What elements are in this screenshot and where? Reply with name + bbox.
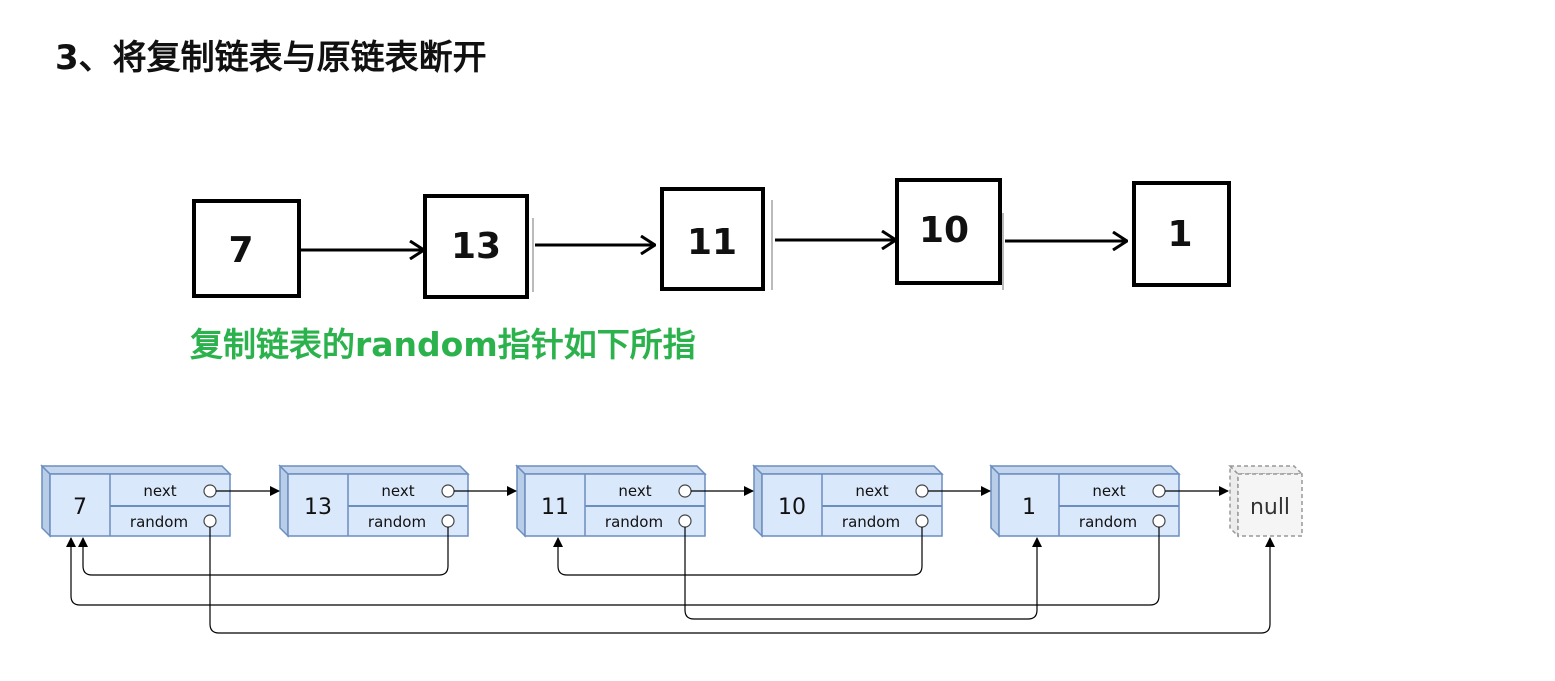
original-node-3-box xyxy=(660,187,765,291)
null-node: null xyxy=(1228,464,1304,538)
copied-node-5-random-port xyxy=(1152,514,1166,528)
original-list: 7 13 11 10 1 xyxy=(192,178,1231,299)
original-node-5-value: 1 xyxy=(1167,214,1192,255)
copied-node-3-next-port xyxy=(678,484,692,498)
copied-node-5-random-label: random xyxy=(1079,513,1137,531)
copied-node-2: 13 next random xyxy=(278,464,470,538)
copied-node-3-value: 11 xyxy=(541,495,569,520)
original-node-3-value: 11 xyxy=(687,222,737,263)
copied-node-2-value: 13 xyxy=(304,495,332,520)
copied-node-1: 7 next random xyxy=(40,464,232,538)
page-title: 3、将复制链表与原链表断开 xyxy=(55,38,487,78)
copied-node-5: 1 next random xyxy=(989,464,1181,538)
copied-node-4-random-port xyxy=(915,514,929,528)
copied-node-1-random-label: random xyxy=(130,513,188,531)
copied-node-3-next-label: next xyxy=(618,482,651,500)
copied-node-2-next-label: next xyxy=(381,482,414,500)
original-node-2-box xyxy=(423,194,529,299)
copied-node-5-next-port xyxy=(1152,484,1166,498)
random-pointer-7-to-null xyxy=(209,527,1275,634)
copied-node-3-random-port xyxy=(678,514,692,528)
copied-node-5-value: 1 xyxy=(1022,495,1036,520)
copied-list: 7 next random 13 next random 11 xyxy=(40,464,1304,634)
original-node-1-value: 7 xyxy=(228,230,253,271)
copied-node-3-random-label: random xyxy=(605,513,663,531)
original-node-1-box xyxy=(192,199,301,298)
copied-node-1-next-label: next xyxy=(143,482,176,500)
random-pointer-13-to-7 xyxy=(78,527,449,576)
original-node-4-value: 10 xyxy=(919,210,969,251)
null-node-label: null xyxy=(1250,495,1290,520)
random-pointer-10-to-11 xyxy=(553,527,923,576)
copied-node-2-next-port xyxy=(441,484,455,498)
copied-node-2-random-port xyxy=(441,514,455,528)
copied-node-4: 10 next random xyxy=(752,464,944,538)
copied-node-4-next-label: next xyxy=(855,482,888,500)
original-node-4-box xyxy=(895,178,1002,285)
copied-node-3: 11 next random xyxy=(515,464,707,538)
copied-node-1-value: 7 xyxy=(73,495,87,520)
copied-node-2-random-label: random xyxy=(368,513,426,531)
copied-node-4-next-port xyxy=(915,484,929,498)
random-pointer-11-to-1 xyxy=(684,527,1042,620)
random-pointer-caption: 复制链表的random指针如下所指 xyxy=(190,325,696,364)
copied-node-5-next-label: next xyxy=(1092,482,1125,500)
copied-node-4-random-label: random xyxy=(842,513,900,531)
copied-node-4-value: 10 xyxy=(778,495,806,520)
random-pointer-1-to-7 xyxy=(66,527,1160,606)
original-node-2-value: 13 xyxy=(451,226,501,267)
copied-node-1-next-port xyxy=(203,484,217,498)
original-node-5-box xyxy=(1132,181,1231,287)
copied-node-1-random-port xyxy=(203,514,217,528)
